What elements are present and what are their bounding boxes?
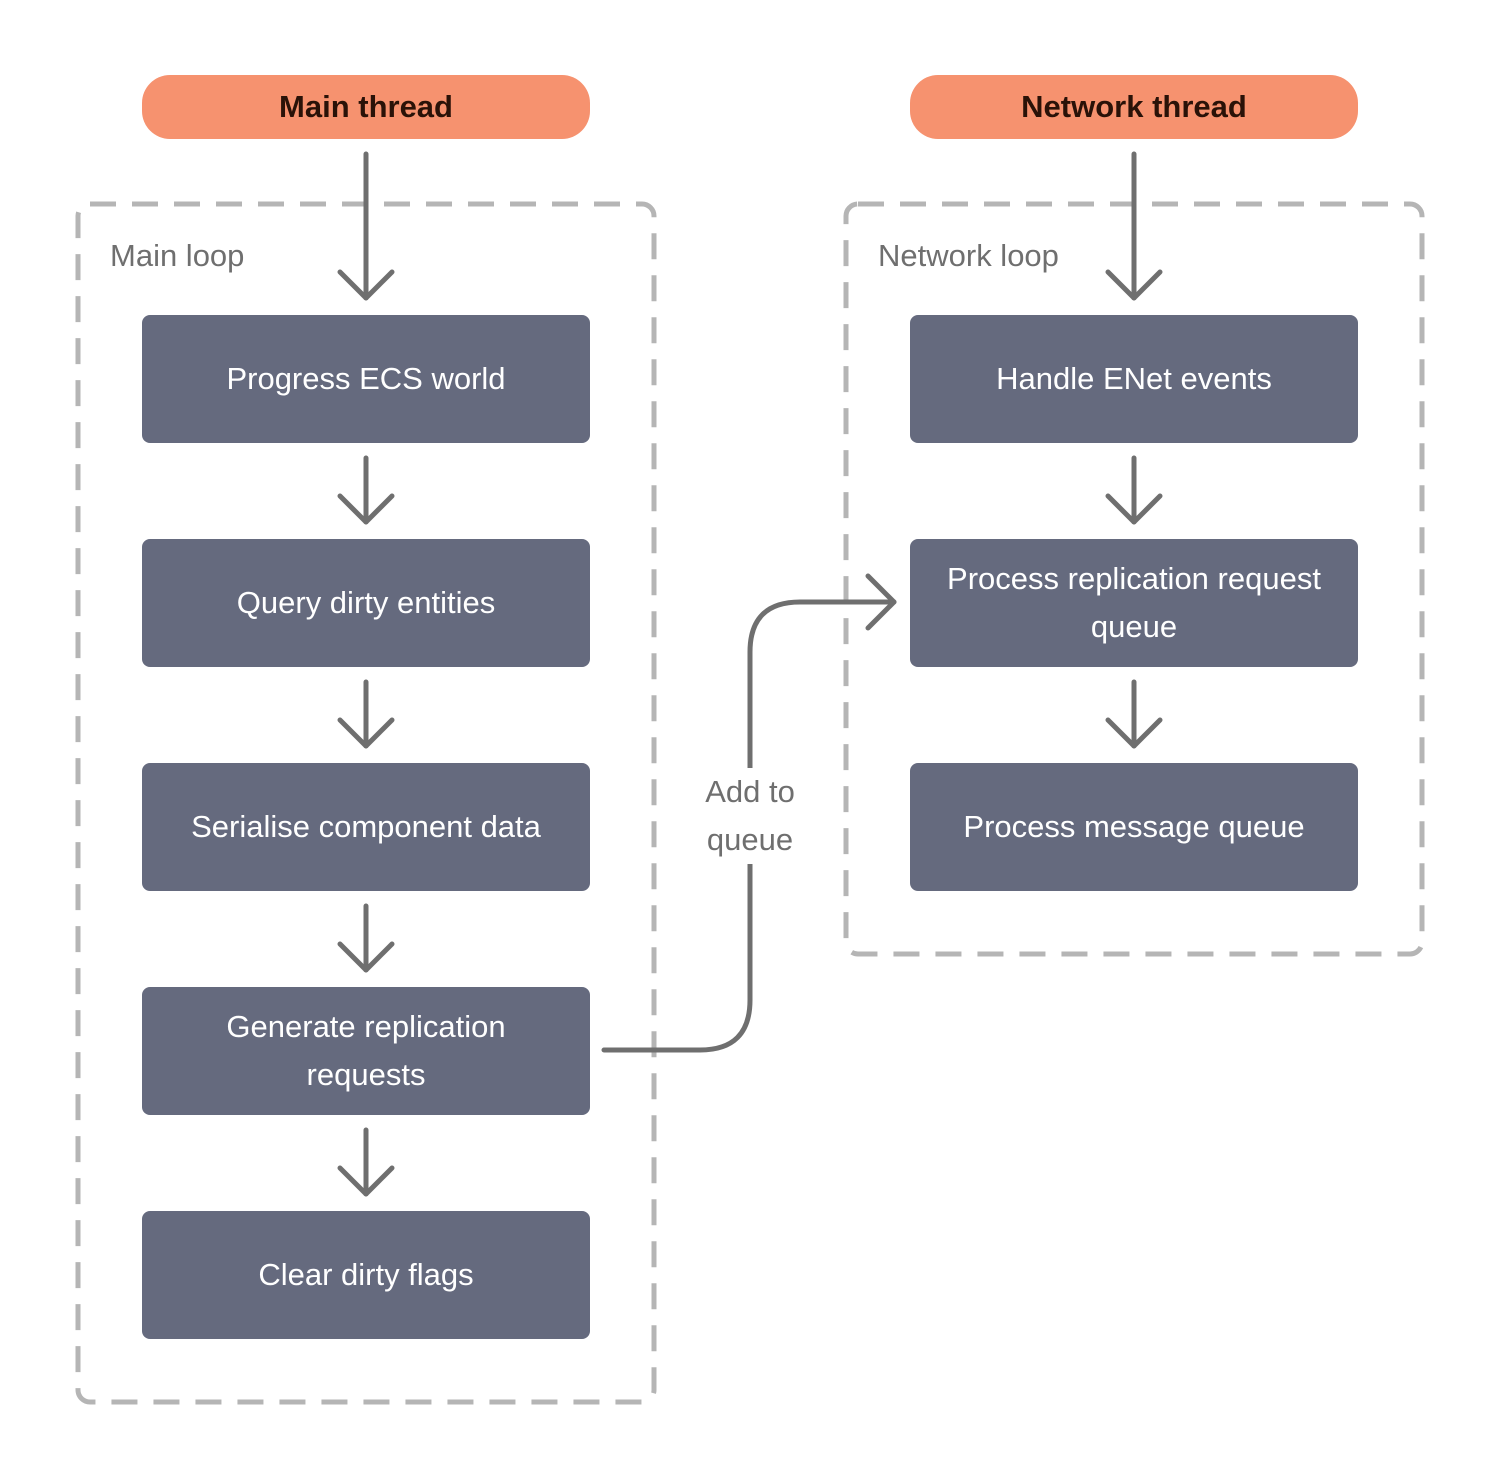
step-handle-enet-events: Handle ENet events: [910, 315, 1358, 443]
arrowhead-main-3: [337, 941, 395, 973]
arrowhead-main-entry: [337, 269, 395, 301]
step-process-replication-request-queue: Process replication request queue: [910, 539, 1358, 667]
network-thread-header: Network thread: [910, 75, 1358, 139]
arrowhead-main-2: [337, 717, 395, 749]
add-to-queue-label: Add to queue: [690, 768, 810, 864]
step-serialise-component-data: Serialise component data: [142, 763, 590, 891]
network-loop-label: Network loop: [878, 238, 1059, 273]
main-thread-header: Main thread: [142, 75, 590, 139]
step-progress-ecs-world: Progress ECS world: [142, 315, 590, 443]
arrowhead-network-entry: [1105, 269, 1163, 301]
arrowhead-network-1: [1105, 493, 1163, 525]
step-clear-dirty-flags: Clear dirty flags: [142, 1211, 590, 1339]
step-query-dirty-entities: Query dirty entities: [142, 539, 590, 667]
step-process-message-queue: Process message queue: [910, 763, 1358, 891]
arrowhead-network-2: [1105, 717, 1163, 749]
step-generate-replication-requests: Generate replication requests: [142, 987, 590, 1115]
main-loop-label: Main loop: [110, 238, 245, 273]
arrowhead-main-4: [337, 1165, 395, 1197]
cross-thread-arrowhead: [865, 573, 897, 631]
arrowhead-main-1: [337, 493, 395, 525]
